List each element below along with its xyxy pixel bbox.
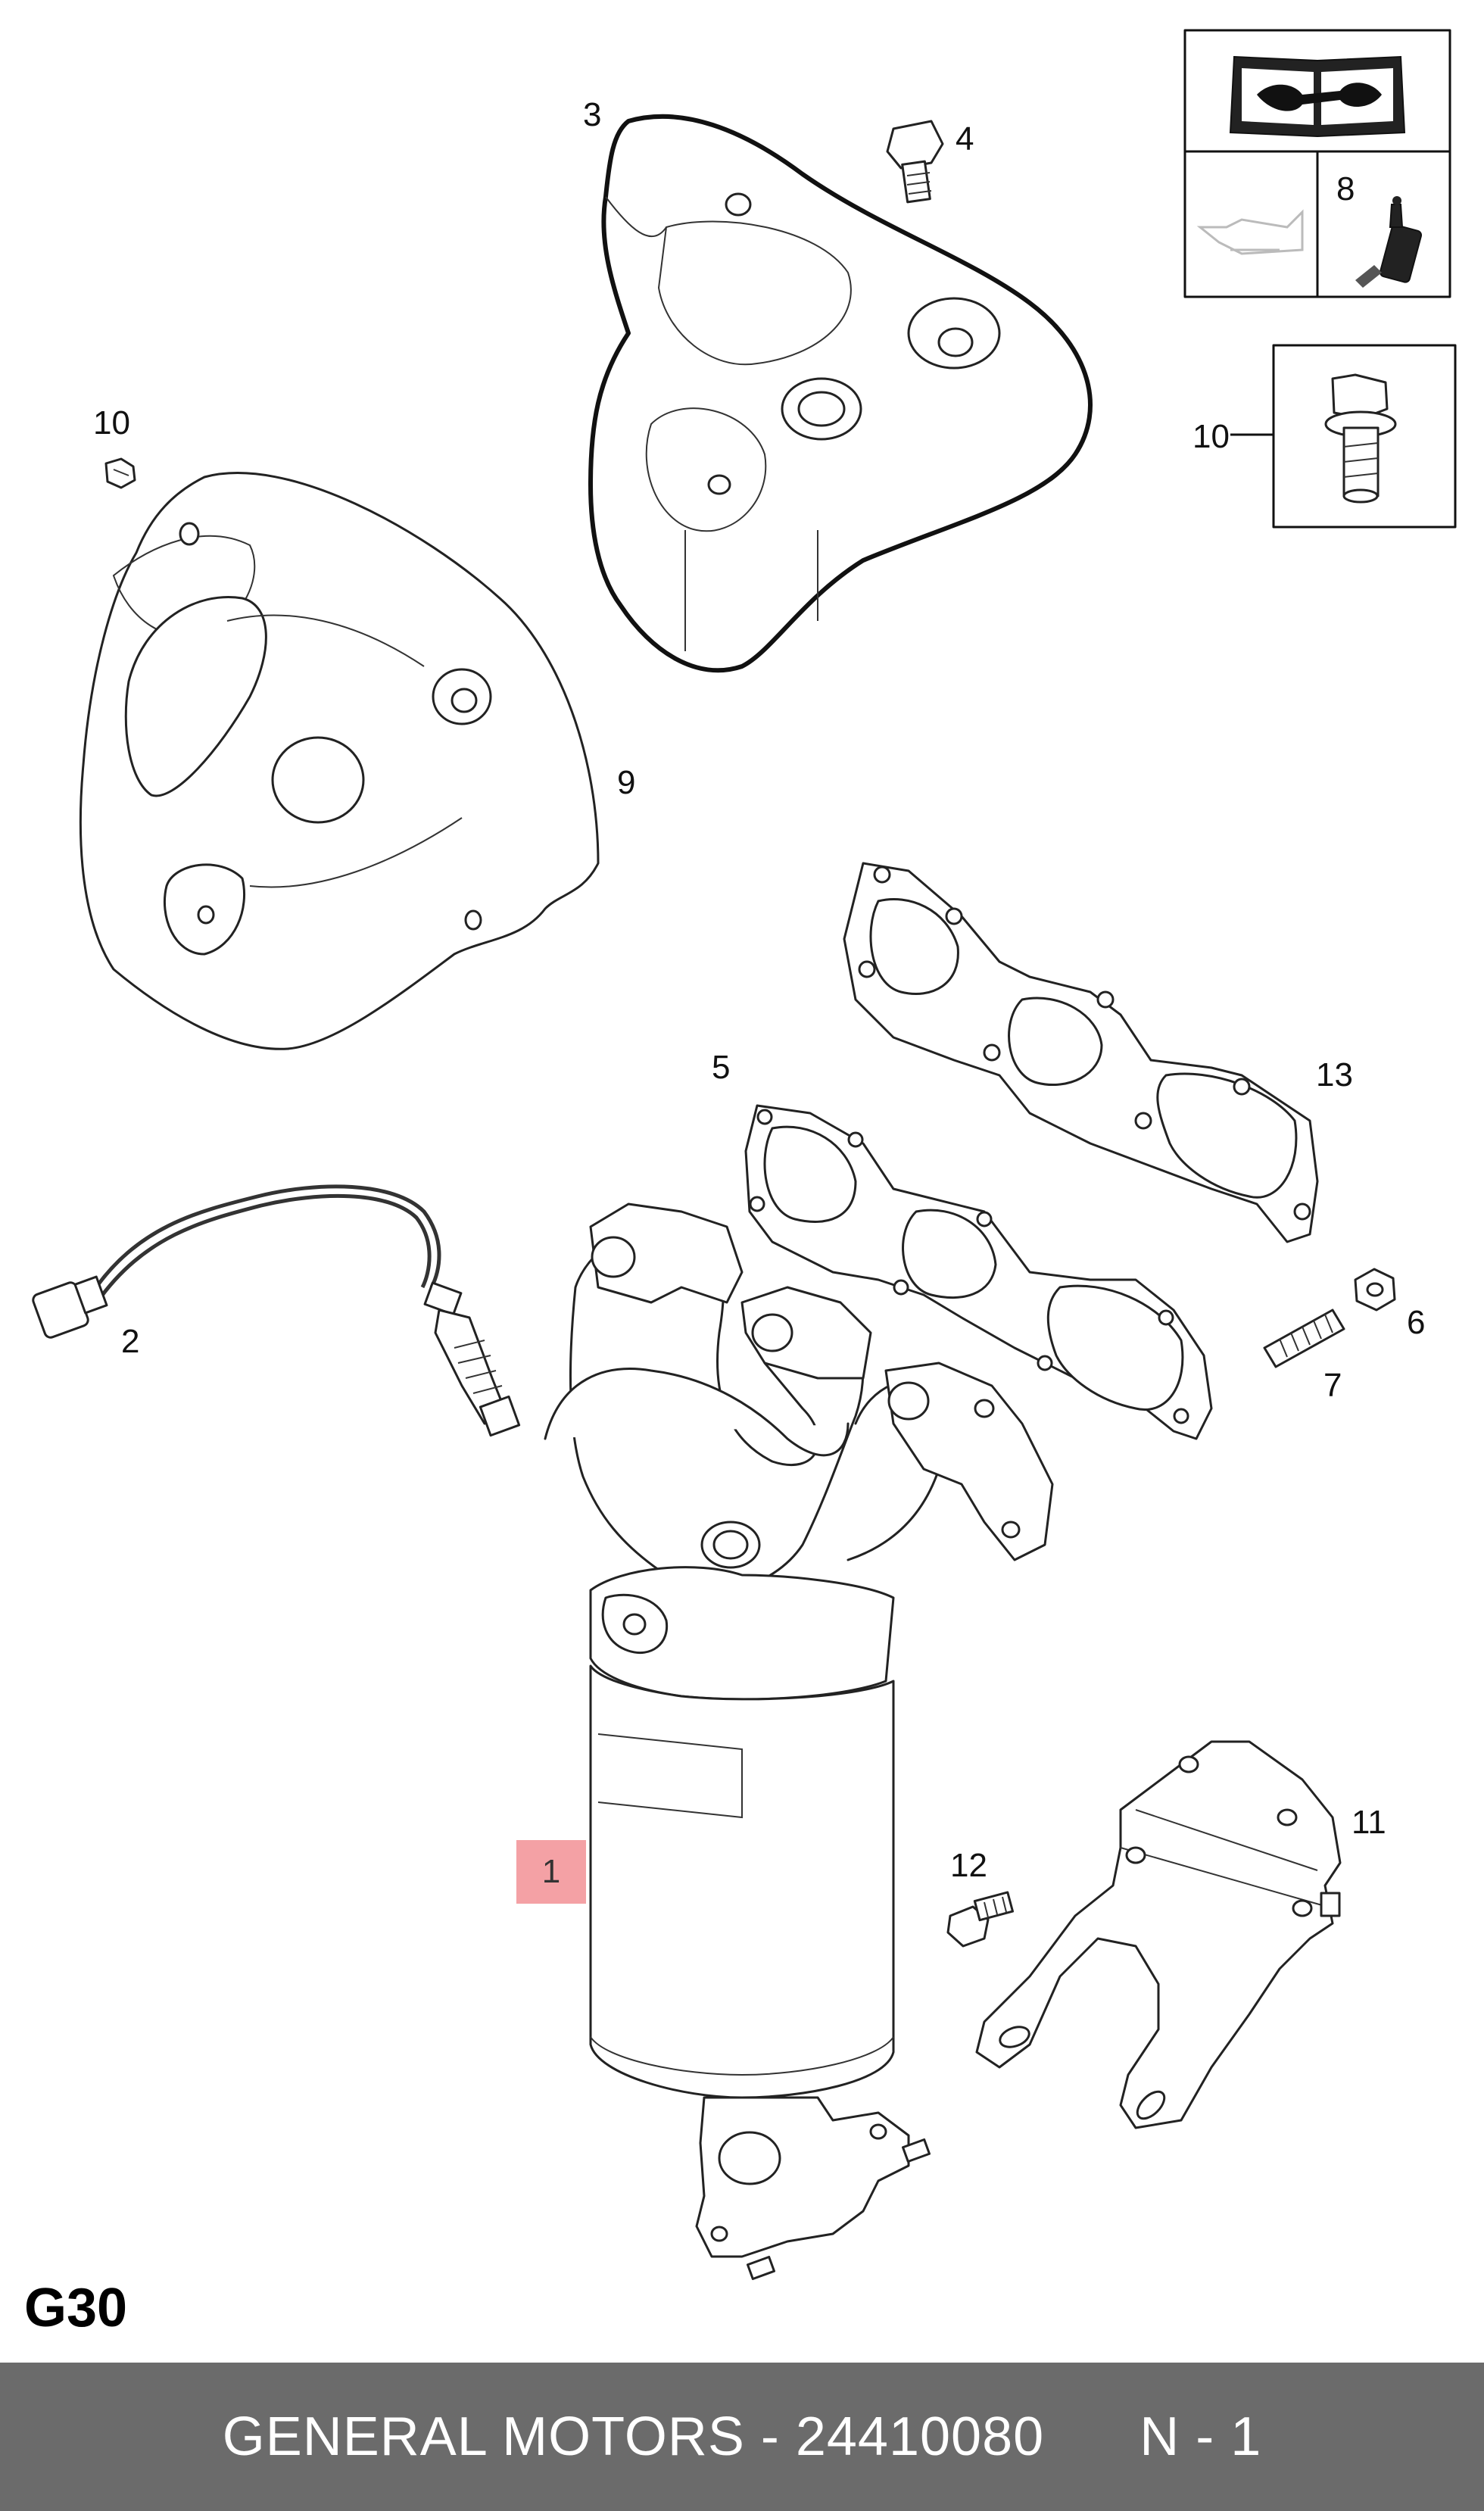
part-4-bolt: [886, 120, 944, 204]
part-13-gasket: [843, 862, 1319, 1243]
info-box-flange-bolt: [1230, 344, 1457, 529]
part-2-oxygen-sensor: [32, 1184, 521, 1437]
callout-7: 7: [1323, 1367, 1342, 1404]
part-9-heat-shield: [79, 472, 600, 1050]
part-11-bracket: [975, 1740, 1342, 2129]
callout-10-box: 10: [1192, 418, 1230, 455]
part-1-exhaust-manifold-catalytic-converter: [544, 1202, 1054, 2281]
footer-quantity: N - 1: [1140, 2407, 1262, 2467]
part-7-stud: [1263, 1309, 1345, 1368]
callout-4: 4: [956, 120, 974, 158]
callout-2: 2: [121, 1323, 140, 1360]
callout-9: 9: [617, 764, 636, 801]
sealant-bottle-icon: [1355, 196, 1423, 288]
callout-8: 8: [1336, 170, 1355, 207]
part-5-gasket: [744, 1104, 1213, 1440]
part-6-nut: [1354, 1268, 1396, 1312]
oil-can-icon: [1196, 209, 1304, 255]
callout-11: 11: [1352, 1804, 1386, 1841]
part-3-heat-shield: [588, 114, 1093, 673]
info-box-top-right: [1183, 29, 1451, 298]
callout-5: 5: [712, 1049, 731, 1086]
part-10-bolt-small: [104, 457, 136, 489]
footer-maker-part-number: GENERAL MOTORS - 24410080: [222, 2407, 1045, 2467]
callout-1-highlighted[interactable]: 1: [516, 1840, 586, 1904]
callout-13: 13: [1316, 1056, 1353, 1093]
part-12-bolt: [946, 1891, 1015, 1948]
callout-10: 10: [93, 404, 130, 441]
footer-spacer: [1044, 2406, 1140, 2468]
callout-3: 3: [583, 96, 602, 133]
service-manual-wrench-icon: [1229, 55, 1406, 138]
flange-bolt-icon: [1324, 373, 1397, 504]
exploded-parts-diagram: [32, 29, 1457, 2281]
callout-6: 6: [1407, 1304, 1426, 1341]
callout-12: 12: [950, 1847, 987, 1884]
footer-bar: GENERAL MOTORS - 24410080 N - 1: [0, 2363, 1484, 2511]
section-code: G30: [24, 2278, 128, 2338]
